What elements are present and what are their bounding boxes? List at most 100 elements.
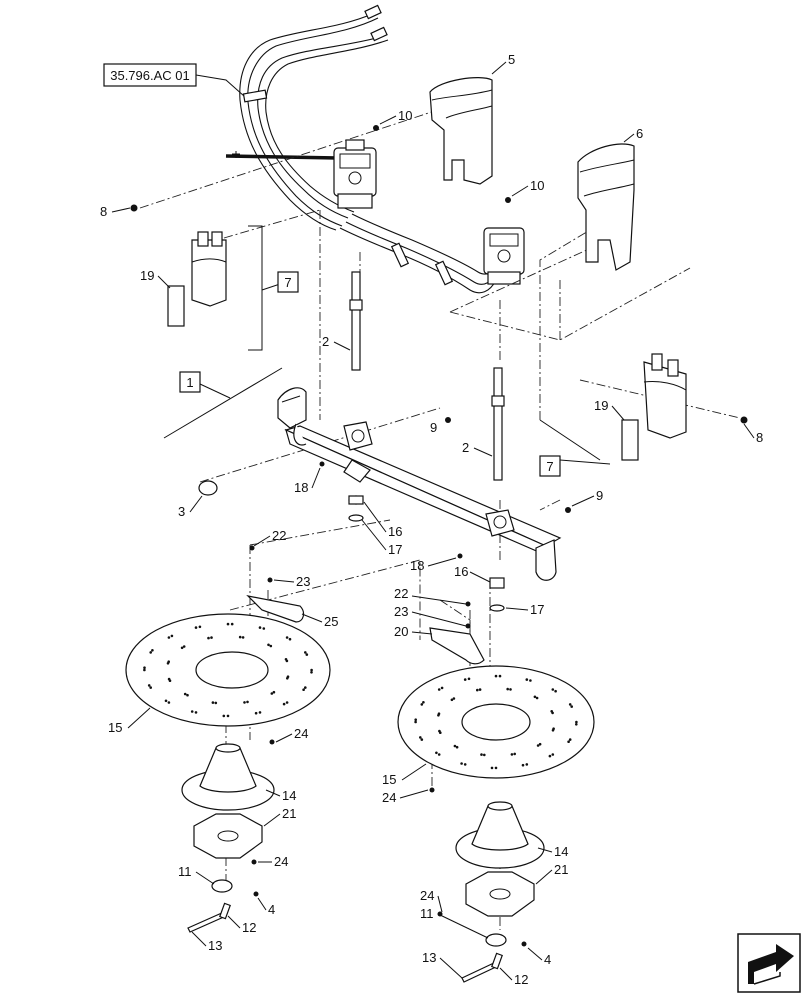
disc-hole: [222, 714, 226, 718]
disc-hole: [437, 712, 441, 715]
right-shield-bracket: [539, 353, 687, 461]
callout-9-right: 9: [596, 488, 603, 503]
disc-hole: [182, 645, 186, 648]
callout-25: 25: [324, 614, 338, 629]
disc-hole: [548, 754, 552, 758]
disc-hole: [285, 636, 289, 639]
disc-hole: [149, 651, 152, 654]
right-hub-hole: [489, 888, 511, 900]
disc-hole: [463, 763, 467, 766]
disc-hole: [525, 763, 529, 766]
disc-hole: [422, 701, 425, 704]
disc-hole: [226, 622, 230, 626]
disc-hole: [513, 752, 516, 756]
callout-8-left: 8: [100, 204, 107, 219]
disc-hole: [450, 698, 454, 702]
right-center-cone: [455, 801, 545, 869]
disc-hole: [305, 653, 309, 656]
disc-hole: [452, 697, 456, 700]
disc-hole: [186, 693, 189, 697]
disc-hole: [453, 744, 457, 748]
disc-hole: [194, 711, 198, 714]
reference-box-35796[interactable]: 35.796.AC 01: [103, 63, 245, 97]
callout-22-left: 22: [272, 528, 286, 543]
callout-21-left: 21: [282, 806, 296, 821]
disc-hole: [570, 705, 573, 708]
callout-24-top-left: 24: [294, 726, 308, 741]
left-shield-bracket: [167, 225, 281, 351]
disc-hole: [535, 696, 539, 700]
disc-hole: [258, 626, 262, 629]
svg-text:35.796.AC 01: 35.796.AC 01: [110, 68, 190, 83]
callout-12-right: 12: [514, 972, 528, 987]
callout-21-right: 21: [554, 862, 568, 877]
shield-5: [429, 77, 493, 185]
next-page-arrow-icon[interactable]: [737, 933, 801, 993]
disc-hole: [269, 644, 273, 648]
right-washer: [485, 933, 507, 947]
disc-hole: [272, 690, 276, 694]
disc-hole: [167, 677, 171, 681]
left-hub-hole: [217, 830, 239, 842]
disc-hole: [490, 766, 494, 770]
left-hydraulic-motor: [333, 139, 377, 209]
disc-hole: [246, 700, 249, 704]
callout-18-right: 18: [410, 558, 424, 573]
hardware-dots: [130, 125, 748, 947]
disc-hole: [435, 751, 438, 755]
disc-hole: [282, 702, 286, 706]
svg-text:7: 7: [284, 275, 291, 290]
disc-hole: [494, 674, 498, 678]
callout-2-right: 2: [462, 440, 469, 455]
disc-hole: [483, 753, 486, 757]
disc-hole: [167, 660, 170, 663]
right-hydraulic-motor: [483, 227, 525, 285]
callout-4-left: 4: [268, 902, 275, 917]
disc-hole: [575, 720, 578, 724]
disc-hole: [147, 684, 151, 687]
reference-box-7-left[interactable]: 7: [277, 271, 299, 293]
callout-5: 5: [508, 52, 515, 67]
left-center-cone: [181, 743, 275, 811]
callout-18-left: 18: [294, 480, 308, 495]
disc-hole: [207, 636, 210, 640]
disc-hole: [310, 671, 313, 674]
reference-box-1[interactable]: 1: [163, 367, 283, 439]
disc-hole: [460, 762, 463, 765]
hydraulic-hose-assembly: [225, 4, 501, 294]
callout-17-right: 17: [530, 602, 544, 617]
disc-hole: [285, 701, 289, 704]
disc-hole: [420, 703, 424, 706]
disc-hole: [267, 643, 270, 647]
callout-24-mid-right: 24: [382, 790, 396, 805]
disc-hole: [226, 714, 230, 718]
disc-hole: [478, 688, 482, 691]
callout-19-left: 19: [140, 268, 154, 283]
disc-hole: [510, 753, 514, 756]
disc-hole: [437, 753, 441, 756]
disc-hole: [302, 688, 305, 691]
disc-hole: [198, 625, 202, 629]
callout-15-right: 15: [382, 772, 396, 787]
callout-20: 20: [394, 624, 408, 639]
callout-13-right: 13: [422, 950, 436, 965]
disc-hole: [285, 659, 289, 663]
disc-hole: [210, 636, 213, 639]
callout-23-right: 23: [394, 604, 408, 619]
disc-hole: [551, 688, 555, 691]
reference-box-7-right[interactable]: 7: [539, 455, 611, 477]
right-spindle-housing: [485, 509, 515, 537]
disc-hole: [151, 649, 154, 652]
callout-22-right: 22: [394, 586, 408, 601]
disc-hole: [554, 689, 557, 693]
disc-hole: [310, 668, 313, 672]
callout-23-left: 23: [296, 574, 310, 589]
disc-hole: [437, 688, 441, 691]
svg-text:1: 1: [186, 375, 193, 390]
disc-hole: [420, 738, 424, 741]
disc-hole: [304, 651, 307, 654]
disc-hole: [467, 677, 471, 681]
callout-8-right: 8: [756, 430, 763, 445]
left-disc-holes: [143, 622, 313, 718]
